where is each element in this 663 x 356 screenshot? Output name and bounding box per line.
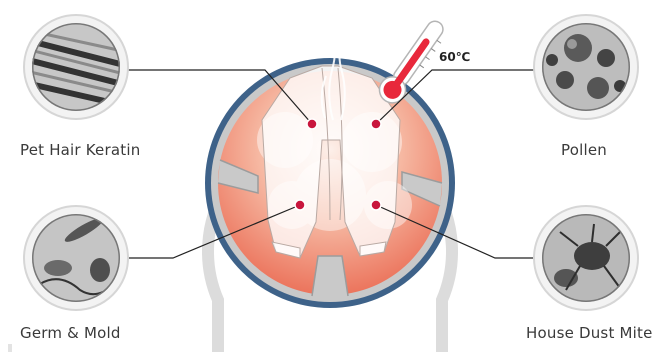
label-pet-hair-keratin: Pet Hair Keratin <box>20 141 140 159</box>
target-dot-pet-hair <box>307 119 317 129</box>
label-house-dust-mite: House Dust Mite <box>526 324 653 342</box>
temperature-label: 60℃ <box>439 50 470 64</box>
pollen-photo <box>534 15 638 119</box>
target-dot-dust-mite <box>371 200 381 210</box>
target-dot-germ <box>295 200 305 210</box>
label-germ-mold: Germ & Mold <box>20 324 121 342</box>
germ-mold-photo <box>24 206 128 310</box>
target-dot-pollen <box>371 119 381 129</box>
pet-hair-keratin-photo <box>24 15 128 119</box>
label-pollen: Pollen <box>561 141 607 159</box>
house-dust-mite-photo <box>534 206 638 310</box>
